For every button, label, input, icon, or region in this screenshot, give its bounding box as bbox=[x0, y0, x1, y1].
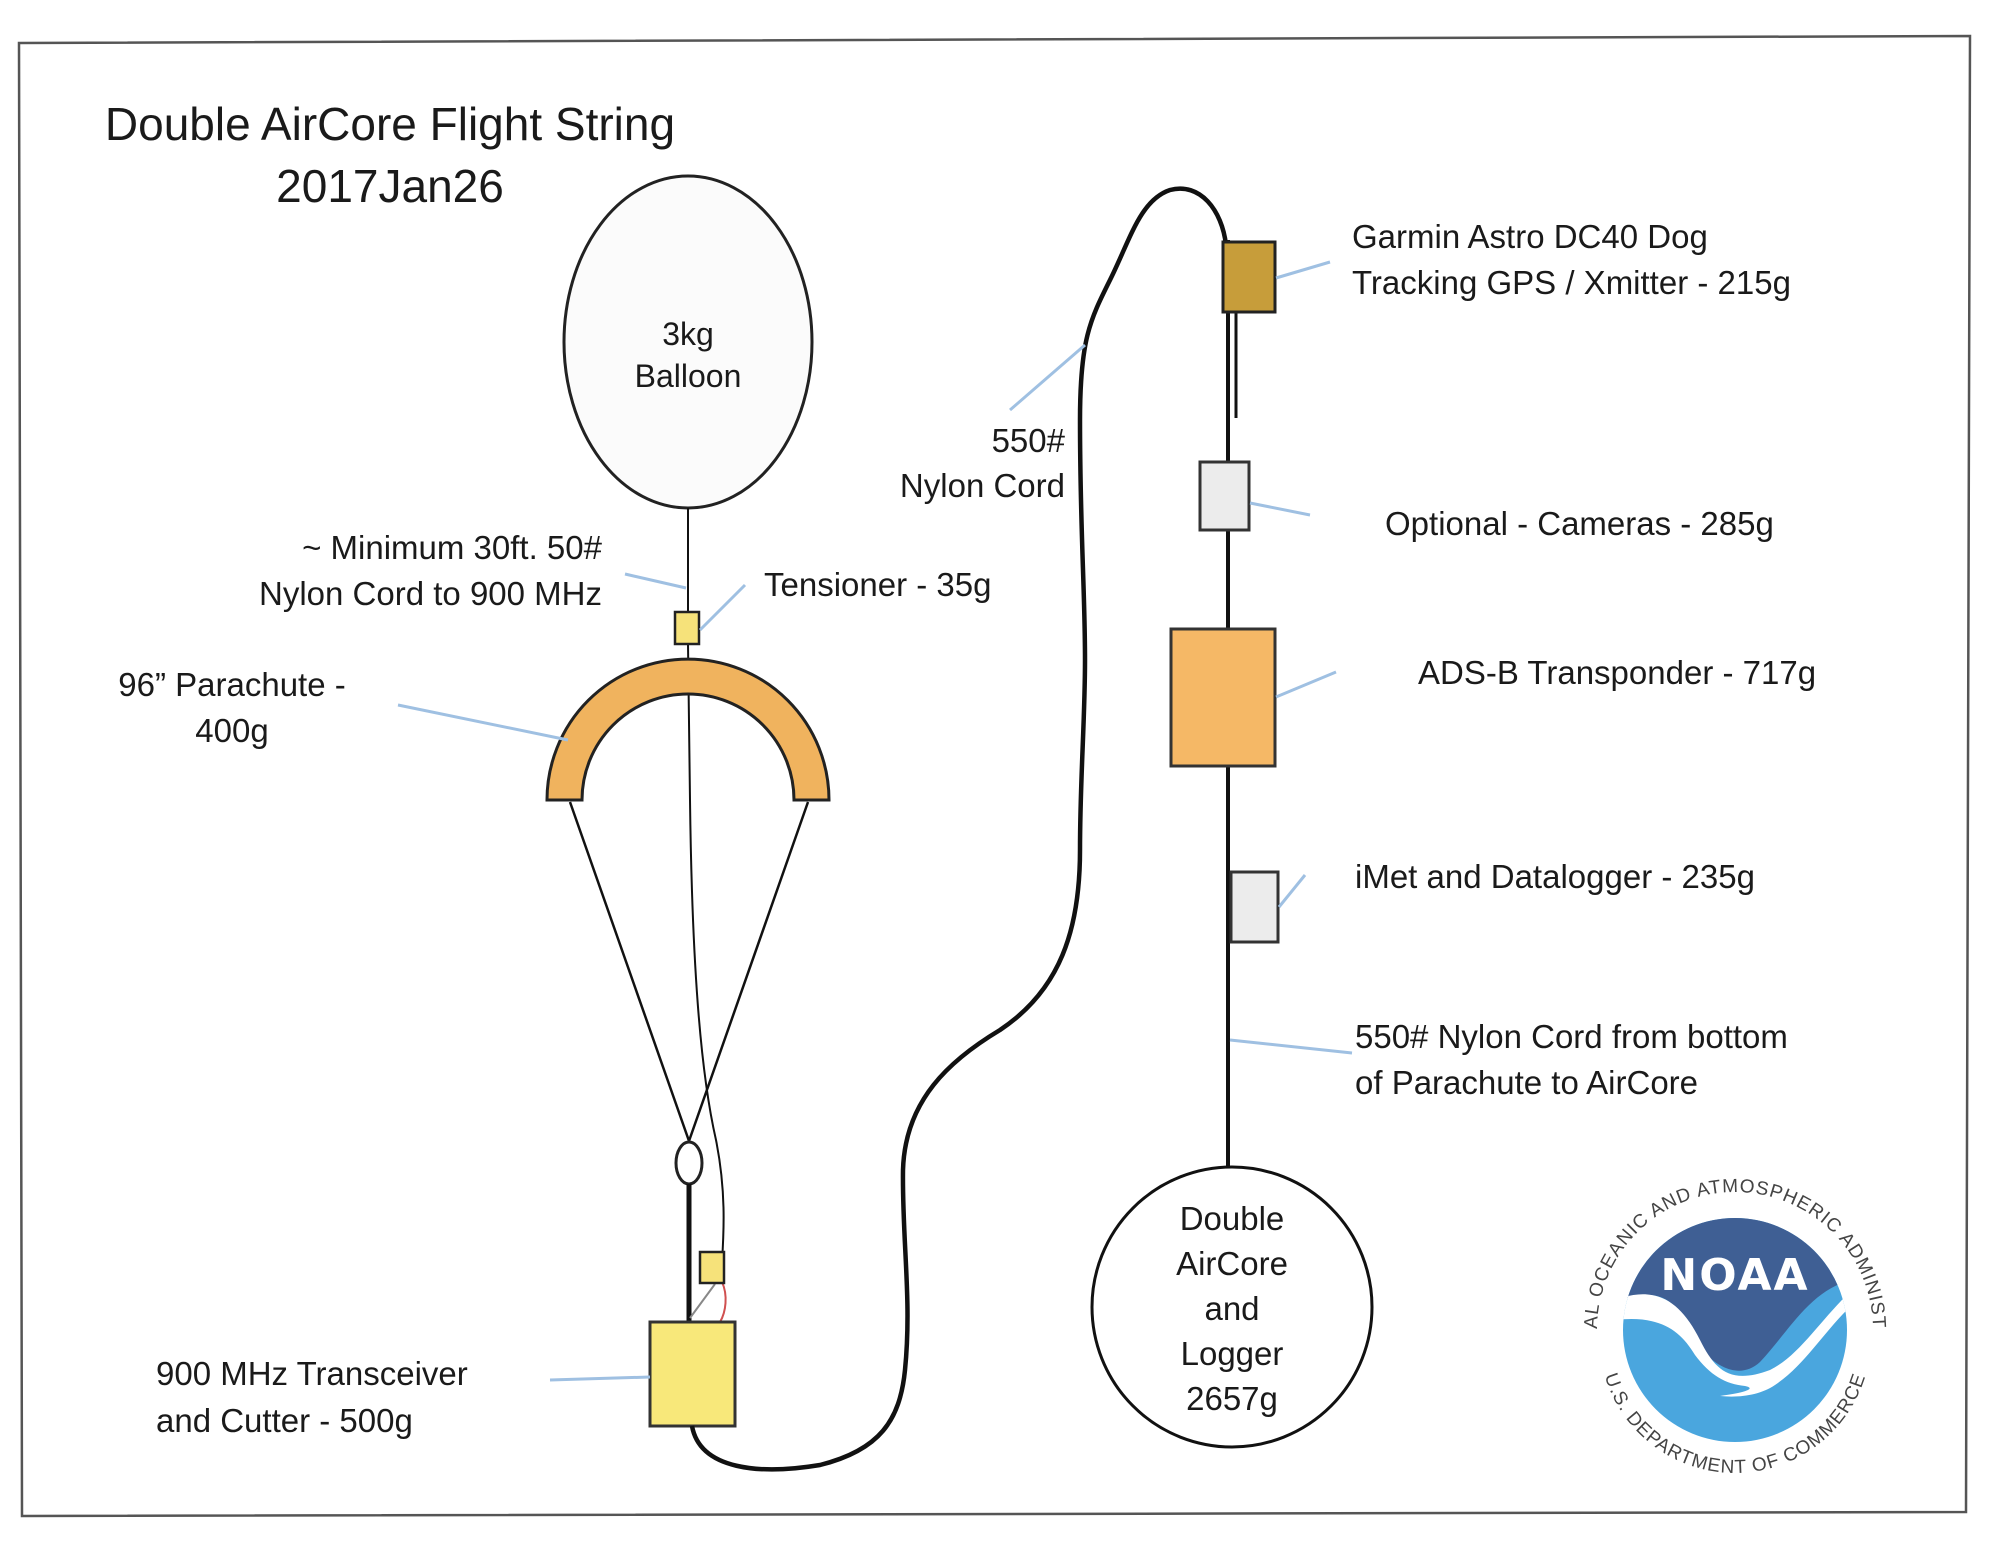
tensioner-label: Tensioner - 35g bbox=[764, 566, 991, 603]
nylon-cord-50-label-line1: ~ Minimum 30ft. 50# bbox=[302, 529, 603, 566]
noaa-bird-icon bbox=[1623, 1290, 1847, 1397]
gps-box bbox=[1221, 240, 1277, 314]
diagram-date: 2017Jan26 bbox=[276, 160, 504, 212]
leader-adsb bbox=[1275, 670, 1337, 699]
leader-tensioner bbox=[698, 583, 747, 632]
cameras-label: Optional - Cameras - 285g bbox=[1385, 505, 1774, 542]
aircore-label-line3: and bbox=[1204, 1290, 1259, 1327]
page-border bbox=[17, 34, 1972, 1518]
leader-transceiver bbox=[549, 1375, 651, 1382]
aircore-label-line2: AirCore bbox=[1176, 1245, 1288, 1282]
imet-box bbox=[1229, 870, 1280, 944]
noaa-wordmark: NOAA bbox=[1660, 1250, 1809, 1301]
tensioner-box bbox=[673, 610, 701, 646]
adsb-label: ADS-B Transponder - 717g bbox=[1418, 654, 1816, 691]
cutter-box bbox=[698, 1250, 726, 1285]
balloon-label-line2: Balloon bbox=[635, 358, 742, 394]
noaa-dark-sky bbox=[1623, 1218, 1847, 1371]
cutter-wire-grey bbox=[689, 1283, 716, 1319]
shroud-line-right bbox=[687, 801, 810, 1142]
leader-imet bbox=[1277, 874, 1307, 908]
parachute-label-line1: 96” Parachute - bbox=[118, 666, 345, 703]
nylon-cord-550-label-line2: Nylon Cord bbox=[900, 467, 1065, 504]
nylon-cord-550-label-line1: 550# bbox=[992, 422, 1066, 459]
camera-box bbox=[1198, 460, 1251, 532]
aircore-label-line1: Double bbox=[1180, 1200, 1285, 1237]
shroud-line-left bbox=[568, 801, 691, 1142]
imet-label: iMet and Datalogger - 235g bbox=[1355, 858, 1755, 895]
gps-label-line1: Garmin Astro DC40 Dog bbox=[1352, 218, 1708, 255]
leader-50-cord bbox=[624, 572, 687, 590]
nylon-cord-550-main bbox=[689, 186, 1229, 1472]
adsb-box bbox=[1169, 627, 1277, 768]
transceiver-box bbox=[648, 1320, 737, 1428]
leader-gps bbox=[1275, 260, 1331, 280]
parachute-label-line2: 400g bbox=[195, 712, 268, 749]
transceiver-label-line2: and Cutter - 500g bbox=[156, 1402, 413, 1439]
leader-cord-to-aircore bbox=[1229, 1038, 1353, 1055]
diagram-title: Double AirCore Flight String bbox=[105, 98, 675, 150]
leader-550-cord bbox=[1009, 343, 1086, 412]
parachute-canopy bbox=[545, 657, 831, 802]
cord-to-aircore-label-line2: of Parachute to AirCore bbox=[1355, 1064, 1698, 1101]
gps-label-line2: Tracking GPS / Xmitter - 215g bbox=[1352, 264, 1791, 301]
aircore-label-line5: 2657g bbox=[1186, 1380, 1278, 1417]
transceiver-label-line1: 900 MHz Transceiver bbox=[156, 1355, 468, 1392]
aircore-shape bbox=[1090, 1165, 1374, 1449]
cord-to-aircore-label-line1: 550# Nylon Cord from bottom bbox=[1355, 1018, 1788, 1055]
cutter-wire-red bbox=[719, 1281, 727, 1323]
swivel-ring bbox=[674, 1140, 704, 1186]
leader-cameras bbox=[1249, 501, 1311, 517]
balloon-label-line1: 3kg bbox=[662, 316, 714, 352]
leader-parachute bbox=[397, 703, 569, 742]
aircore-label-line4: Logger bbox=[1181, 1335, 1284, 1372]
nylon-cord-50-label-line2: Nylon Cord to 900 MHz bbox=[259, 575, 602, 612]
